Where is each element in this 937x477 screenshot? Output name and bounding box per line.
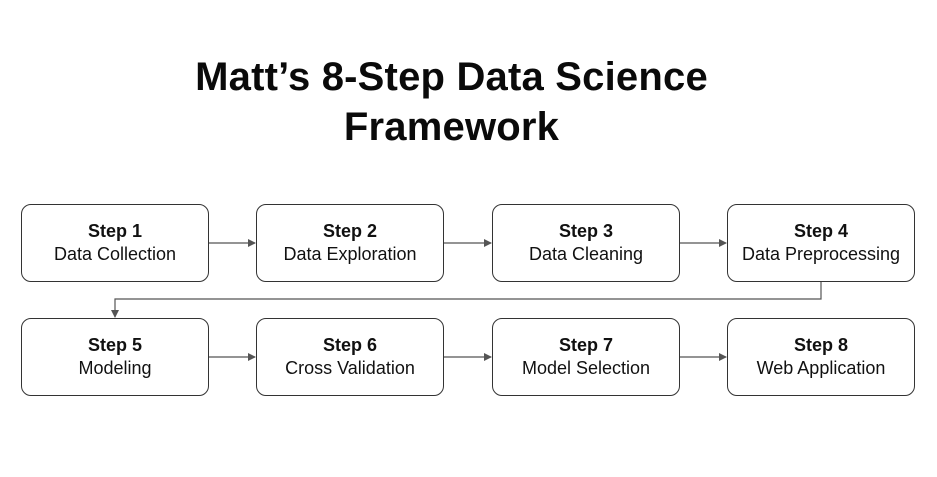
step-6-number: Step 6 — [322, 335, 378, 355]
step-7-label: Model Selection — [521, 358, 651, 378]
step-4-box: Step 4 Data Preprocessing — [727, 204, 915, 282]
step-4-number: Step 4 — [793, 221, 849, 241]
diagram-title-line-2: Framework — [343, 105, 560, 149]
step-1-box: Step 1 Data Collection — [21, 204, 209, 282]
step-5-label: Modeling — [78, 358, 152, 378]
arrow-step4-to-step5 — [111, 282, 822, 318]
step-8-label: Web Application — [756, 358, 886, 378]
step-4-label: Data Preprocessing — [741, 244, 901, 264]
step-6-label: Cross Validation — [285, 358, 415, 378]
diagram-title-line-1: Matt’s 8-Step Data Science — [195, 55, 708, 99]
step-1-label: Data Collection — [53, 244, 177, 264]
step-2-label: Data Exploration — [283, 244, 417, 264]
step-5-box: Step 5 Modeling — [21, 318, 209, 396]
step-8-number: Step 8 — [793, 335, 849, 355]
step-3-label: Data Cleaning — [528, 244, 644, 264]
step-7-box: Step 7 Model Selection — [492, 318, 680, 396]
step-3-box: Step 3 Data Cleaning — [492, 204, 680, 282]
step-8-box: Step 8 Web Application — [727, 318, 915, 396]
step-2-number: Step 2 — [322, 221, 378, 241]
diagram-title: Matt’s 8-Step Data Science Framework — [0, 52, 903, 152]
step-1-number: Step 1 — [87, 221, 143, 241]
step-7-number: Step 7 — [558, 335, 614, 355]
step-5-number: Step 5 — [87, 335, 143, 355]
step-2-box: Step 2 Data Exploration — [256, 204, 444, 282]
step-3-number: Step 3 — [558, 221, 614, 241]
step-6-box: Step 6 Cross Validation — [256, 318, 444, 396]
